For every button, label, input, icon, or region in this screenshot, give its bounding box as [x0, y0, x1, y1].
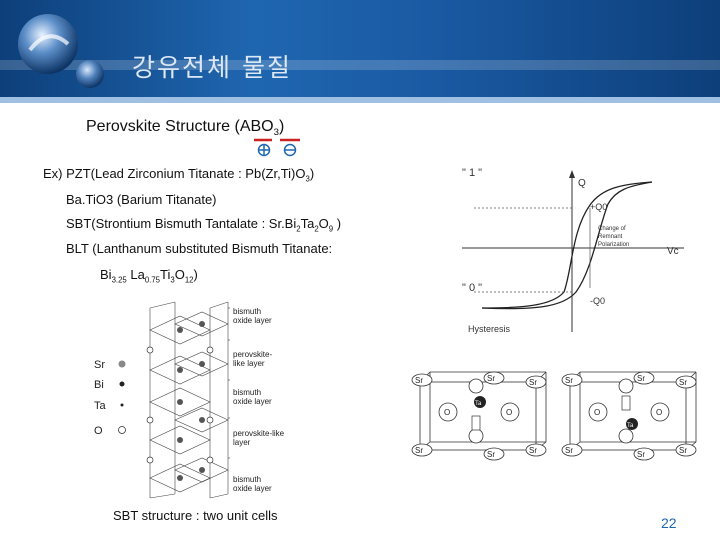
sbt-sub-2: 2 — [314, 224, 319, 234]
perovskite-heading-sub: 3 — [273, 127, 279, 139]
sbt-lattice — [149, 301, 229, 499]
hysteresis-upper-branch — [481, 181, 653, 309]
sr-right-2: Sr — [637, 374, 645, 383]
logo — [18, 14, 104, 88]
blt-f1: Bi — [100, 267, 112, 282]
legend-bi: Bi — [94, 379, 104, 391]
blt-f3: Ti — [160, 267, 171, 282]
unit-cell-right: Sr Sr Sr Sr Sr Sr O O Ta — [561, 371, 697, 461]
example-sbt: SBT(Strontium Bismuth Tantalate : Sr.Bi2… — [66, 216, 341, 234]
abo3-site-markers — [254, 138, 300, 157]
pzt-sub: 3 — [305, 174, 310, 184]
layer-label-4: like layer — [233, 359, 265, 368]
blt-f5: ) — [193, 267, 198, 282]
hysteresis-caption: Hysteresis — [468, 324, 511, 334]
layer-label-10: oxide layer — [233, 484, 272, 493]
page-number: 22 — [661, 515, 677, 531]
sr-right-1: Sr — [565, 376, 573, 385]
layer-label-3: perovskite- — [233, 350, 272, 359]
label-one: " 1 " — [462, 167, 482, 179]
o-left-2: O — [506, 408, 512, 417]
o-left-1: O — [444, 408, 450, 417]
perovskite-heading: Perovskite Structure (ABO3) — [86, 118, 284, 138]
blt-s2: 0.75 — [144, 275, 161, 285]
sr-right-4: Sr — [565, 446, 573, 455]
blt-f2: La — [126, 267, 145, 282]
legend-o: O — [94, 425, 103, 437]
layer-label-5: bismuth — [233, 388, 261, 397]
blt-s1: 3.25 — [111, 275, 127, 285]
sr-left-6: Sr — [529, 446, 537, 455]
layer-label-6: oxide layer — [233, 397, 272, 406]
label-plus-q0: +Q0 — [590, 202, 607, 212]
ta-right: Ta — [627, 423, 634, 429]
perovskite-heading-text: Perovskite Structure (ABO — [86, 118, 274, 135]
sbt-sub-1: 2 — [296, 224, 301, 234]
sr-right-3: Sr — [679, 378, 687, 387]
blt-s3: 3 — [170, 275, 175, 285]
sbt-text-a: SBT(Strontium Bismuth Tantalate : Sr.Bi — [66, 216, 297, 231]
sr-right-5: Sr — [637, 450, 645, 459]
example-blt: BLT (Lanthanum substituted Bismuth Titan… — [66, 241, 333, 256]
example-pzt: Ex) PZT(Lead Zirconium Titanate : Pb(Zr,… — [43, 166, 314, 184]
sbt-atoms — [177, 321, 205, 481]
label-q: Q — [578, 178, 586, 189]
remnant-line-1: Change of — [598, 226, 626, 232]
pzt-end: ) — [309, 166, 315, 181]
title-banner: 강유전체 물질 — [0, 0, 720, 103]
label-minus-q0: -Q0 — [590, 296, 605, 306]
y-axis-arrow — [569, 170, 575, 178]
blt-formula: Bi3.25 La0.75Ti3O12) — [100, 267, 198, 285]
slide-title: 강유전체 물질 — [132, 53, 292, 82]
ta-left: Ta — [475, 401, 482, 407]
pzt-text: Ex) PZT(Lead Zirconium Titanate : Pb(Zr,… — [43, 166, 306, 181]
layer-label-7: perovskite-like — [233, 429, 285, 438]
legend-ta: Ta — [94, 400, 107, 412]
sbt-sub-3: 9 — [328, 224, 334, 234]
unit-cell-left: Sr Sr Sr Sr Sr Sr O O Ta — [411, 371, 547, 461]
sbt-end: ) — [333, 216, 342, 231]
sr-left-2: Sr — [487, 374, 495, 383]
layer-label-9: bismuth — [233, 475, 261, 484]
sr-left-3: Sr — [529, 378, 537, 387]
sbt-caption: SBT structure : two unit cells — [113, 508, 278, 523]
sbt-text-c: O — [318, 216, 329, 231]
banner-bottom-band — [0, 97, 720, 103]
hysteresis-figure: " 1 " " 0 " Q +Q0 -Q0 Vc Change of Remna… — [462, 167, 684, 334]
sr-left-5: Sr — [487, 450, 495, 459]
remnant-line-2: Remnant — [598, 234, 623, 240]
sbt-structure-figure: Sr Bi Ta O bismuth oxide layer perovskit… — [94, 301, 285, 499]
unit-cells-figure: Sr Sr Sr Sr Sr Sr O O Ta — [411, 371, 697, 461]
label-zero: " 0 " — [462, 282, 482, 294]
sr-left-4: Sr — [415, 446, 423, 455]
sr-left-1: Sr — [415, 376, 423, 385]
o-right-2: O — [656, 408, 662, 417]
perovskite-heading-end: ) — [278, 118, 285, 135]
layer-label-2: oxide layer — [233, 316, 272, 325]
blt-f4: O — [174, 267, 185, 282]
sbt-text-b: Ta — [300, 216, 315, 231]
remnant-line-3: Polarization — [598, 242, 629, 248]
label-vc: Vc — [667, 246, 679, 257]
layer-label-8: layer — [233, 438, 251, 447]
sr-right-6: Sr — [679, 446, 687, 455]
layer-label-1: bismuth — [233, 307, 261, 316]
example-bto: Ba.TiO3 (Barium Titanate) — [66, 192, 217, 207]
o-right-1: O — [594, 408, 600, 417]
banner-stripe — [0, 60, 720, 70]
blt-s4: 12 — [184, 275, 194, 285]
legend-sr: Sr — [94, 359, 105, 371]
